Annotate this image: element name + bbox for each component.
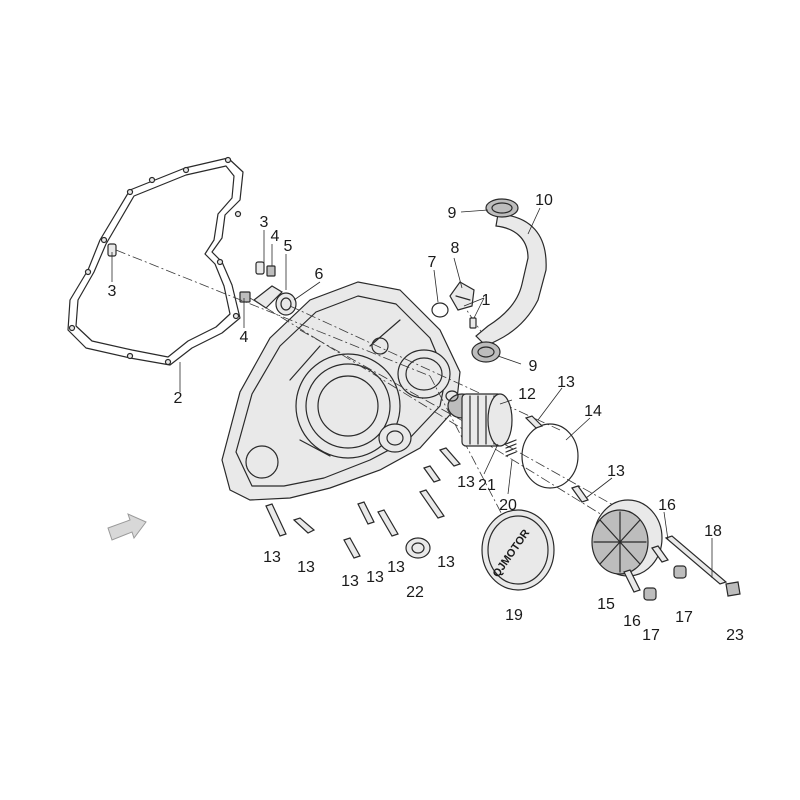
callout-8: 8 xyxy=(451,240,460,257)
callout-13-f: 13 xyxy=(341,573,359,590)
plug xyxy=(405,537,431,559)
callout-23: 23 xyxy=(726,627,744,644)
spring xyxy=(505,439,517,457)
callout-13-g: 13 xyxy=(366,569,384,586)
callout-10: 10 xyxy=(535,192,553,209)
callout-3-top: 3 xyxy=(260,214,269,231)
callout-4-bottom: 4 xyxy=(240,329,249,346)
callout-13-e: 13 xyxy=(297,559,315,576)
callout-13-c: 13 xyxy=(607,463,625,480)
o-ring-small xyxy=(431,302,449,318)
callout-2: 2 xyxy=(174,390,183,407)
filler-cap xyxy=(449,281,475,311)
hose-clamp-upper xyxy=(485,198,519,218)
callout-16-a: 16 xyxy=(658,497,676,514)
callout-12: 12 xyxy=(518,386,536,403)
callout-6: 6 xyxy=(315,266,324,283)
callout-3-left: 3 xyxy=(108,283,117,300)
oil-filter xyxy=(447,393,513,447)
hose xyxy=(475,213,547,347)
callout-17-b: 17 xyxy=(642,627,660,644)
callout-1: 1 xyxy=(482,292,491,309)
gasket xyxy=(67,156,244,366)
callout-13-h: 13 xyxy=(387,559,405,576)
callout-19: 19 xyxy=(505,607,523,624)
callout-22: 22 xyxy=(406,584,424,601)
callout-16-b: 16 xyxy=(623,613,641,630)
oil-seal xyxy=(275,292,297,316)
callout-13-a: 13 xyxy=(557,374,575,391)
callout-18: 18 xyxy=(704,523,722,540)
hose-clamp-lower xyxy=(471,341,501,363)
dowel-pin-upper xyxy=(255,261,265,275)
callout-9-bottom: 9 xyxy=(529,358,538,375)
callout-7: 7 xyxy=(428,254,437,271)
bolts xyxy=(265,415,741,601)
pin xyxy=(469,317,477,329)
direction-arrow-icon xyxy=(107,513,147,541)
callout-13-b: 13 xyxy=(457,474,475,491)
callout-20: 20 xyxy=(499,497,517,514)
callout-15: 15 xyxy=(597,596,615,613)
callout-13-i: 13 xyxy=(437,554,455,571)
small-seal xyxy=(445,390,459,402)
callout-13-d: 13 xyxy=(263,549,281,566)
callout-9-top: 9 xyxy=(448,205,457,222)
callouts: 1 2 3 3 4 4 5 6 7 8 9 9 10 12 13 13 13 1… xyxy=(108,192,744,644)
callout-21: 21 xyxy=(478,477,496,494)
callout-5: 5 xyxy=(284,238,293,255)
filter-cover xyxy=(591,499,663,577)
callout-17-a: 17 xyxy=(675,609,693,626)
callout-14: 14 xyxy=(584,403,602,420)
leader-lines xyxy=(111,207,713,578)
callout-4-top: 4 xyxy=(271,228,280,245)
logo-cover: QJMOTOR xyxy=(481,509,555,591)
large-o-ring xyxy=(521,423,579,489)
bolt-small xyxy=(239,265,276,303)
